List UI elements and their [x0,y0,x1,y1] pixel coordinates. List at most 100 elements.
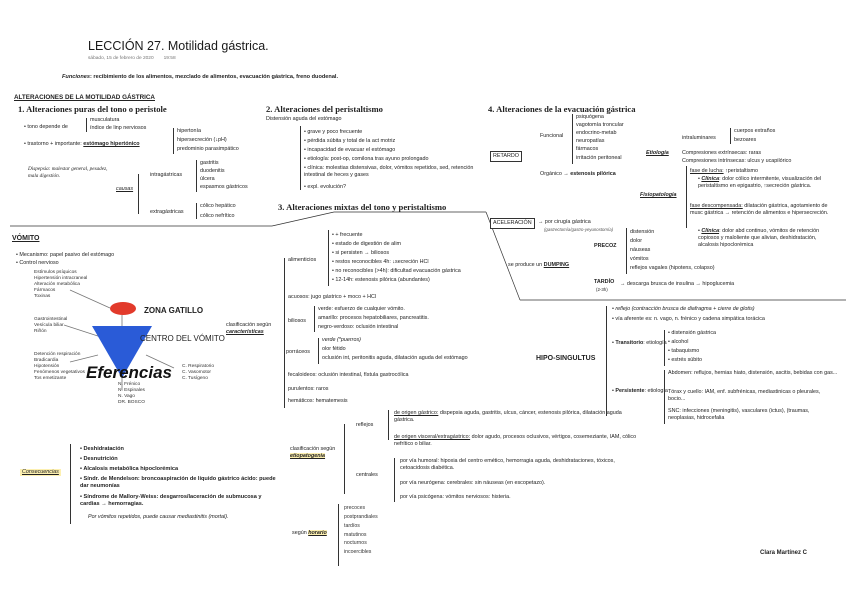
funciones-label: Funciones [62,74,90,80]
consecuencia-4: • Síndrome de Mallory-Weiss: desgarros/l… [80,494,262,508]
precoz-item-1: dolor [630,238,642,244]
funciones-line: Funciones: recibimiento de los alimentos… [62,74,338,81]
consecuencia-3: • Síndr. de Mendelson: broncoaspiración … [80,476,276,490]
consecuencia-0: • Deshidratación [80,446,124,452]
trans-item-3: • estrés súbito [668,357,702,363]
centro-vomito-label: CENTRO DEL VÓMITO [140,334,225,343]
vomito-item-0: • Mecanismo: papel pasivo del estómago [16,252,115,258]
consecuencias-label: Consecuencias [20,469,61,477]
porraceos-label: porráceos [286,349,310,355]
reflejos-gastrico: de origen gástrico: dispepsia aguda, gas… [394,410,622,424]
alim-item-3: • restos reconocibles 4h: ↓secreción HCl [332,259,429,265]
consecuencias-note: Por vómitos repetidos, puede causar medi… [88,514,229,520]
centrales-label: centrales [356,472,378,478]
func-item-3: neuropatías [576,138,605,144]
purulentos: purulentos: raros [288,386,329,392]
s1-hiper-item-0: hipertonía [177,128,201,134]
s2-sub: Distensión aguda del estómago [266,116,342,122]
alim-item-1: • estado de digestión de alim [332,241,402,247]
precoz-item-3: vómitos [630,256,649,262]
s1-tono: • tono depende de [24,124,68,130]
alim-item-5: • 12-14h: estenosis pilórica (abundantes… [332,277,430,283]
consecuencia-2: • Alcalosis metabólica hipoclorémica [80,466,179,472]
clinica-lucha: • Clínica: dolor cólico intermitente, vi… [698,176,822,190]
s1-intra-item-2: úlcera [200,176,215,182]
fisiopatologia-label: Fisiopatología [640,192,677,198]
intralum-item-0: cuerpos extraños [734,128,776,134]
s1-dispepsia: Dispepsia: malestar general, pesadez, ma… [28,166,108,179]
tardio-note: (2-3h) [596,287,608,292]
brace [344,424,345,494]
author: Clara Martínez C [760,550,808,556]
hipo-item-0: • reflejo (contracción brusca de diafrag… [612,306,755,312]
clinica-descomp: • Clínica: dolor abd continuo, vómitos d… [698,228,820,249]
s2-item-3: • etiología: post-op, comilona tras ayun… [304,156,429,162]
funciones-text: : recibimiento de los alimentos, mezclad… [89,74,339,80]
hipo-item-1: • vía aferente es: n. vago, n. frénico y… [612,316,765,322]
s2-item-4: • clínica: molestias distensivas, dolor,… [304,165,474,179]
func-item-2: endocrino-metab [576,130,617,136]
s1-trastorno: • trastorno + importante: estómago hiper… [24,141,140,147]
func-item-1: vagotomía troncular [576,122,624,128]
s2-item-1: • pérdida súbita y total de la act motri… [304,138,396,144]
s1-extra-item-0: cólico hepático [200,203,236,209]
fecaloideos: fecaloideos: oclusión intestinal, fístul… [288,372,409,378]
retardo-box: RETARDO [490,151,522,163]
alim-item-4: • no reconocibles (>4h): dificultad evac… [332,268,461,274]
brace [572,114,573,164]
persistente-row: • Persistente: etiología [612,388,668,394]
s2-item-2: • incapacidad de evacuar el estómago [304,147,396,153]
eferencias-nerves: N. Frénico N. Espinales N. Vago DR. BOSC… [118,382,145,405]
fase-descomp: fase descompensada: dilatación gástrica,… [690,203,829,217]
reflejos-label: reflejos [356,422,374,428]
porr-item-1: olor fétido [322,346,346,352]
page-title: LECCIÓN 27. Motilidad gástrica. [88,39,269,53]
s1-intra-item-1: duodenitis [200,168,225,174]
porr-item-2: oclusión int, peritonitis aguda, dilatac… [322,355,468,361]
pers-item-1: Tórax y cuello: IAM, enf. subfrénicas, m… [668,389,821,403]
s2-item-5: • expl. evolución? [304,184,347,190]
s4-title: 4. Alteraciones de la evacuación gástric… [488,104,636,114]
precoz-label: PRECOZ [594,243,617,249]
alim-item-2: • si persisten → biliosos [332,250,390,256]
centrales-item-2: por vía psicógena: vómitos nerviosos: hi… [400,494,511,500]
s1-hiper-item-2: predominio parasimpático [177,146,239,152]
trans-item-0: • distensión gástrica [668,330,717,336]
alimenticios-label: alimenticios [288,257,317,263]
s1-causas: causas [116,186,134,192]
bil-item-1: amarillo: procesos hepatobiliares, pancr… [318,315,429,321]
bil-item-0: verde: esfuerzo de cualquier vómito. [318,306,405,312]
func-item-4: fármacos [576,146,599,152]
precoz-item-4: reflejos vagales (hipotens, colapso) [630,265,715,271]
brace [314,306,315,332]
tardio-label: TARDÍO [594,279,615,285]
porr-item-0: verde (*puerros) [322,337,361,343]
brace [173,128,174,154]
brace [318,338,319,364]
hematicos: hemáticos: hematemesis [288,398,348,404]
aceleracion-box: ACELERACIÓN [490,218,535,230]
brace [328,230,329,286]
brace [138,174,139,214]
pers-item-0: Abdomen: reflujos, hernias hiato, disten… [668,370,838,376]
intralum-item-1: bezoares [734,137,757,143]
s1-hiper-item-1: hipersecreción (↓pH) [177,137,227,143]
date-text: sábado, 15 de febrero de 2020 [88,56,154,61]
etiologia-label: Etiología [646,150,669,156]
brace [606,306,607,416]
trans-item-1: • alcohol [668,339,689,345]
acuosos: acuosos: jugo gástrico + moco + HCl [288,294,377,300]
centrales-item-0: por vía humoral: hipoxia del centro emét… [400,458,615,472]
brace [338,504,339,566]
brace [284,258,285,408]
brace [626,228,627,274]
zona-gatillo-label: ZONA GATILLO [144,306,204,315]
pers-item-2: SNC: infecciones (meningitis), vasculare… [668,408,810,422]
brace [664,330,665,366]
s1-tono-item-1: índice de linp nerviosos [90,125,147,131]
funcional-label: Funcional [540,133,564,139]
dumping-row: se produce un DUMPING [508,262,570,268]
